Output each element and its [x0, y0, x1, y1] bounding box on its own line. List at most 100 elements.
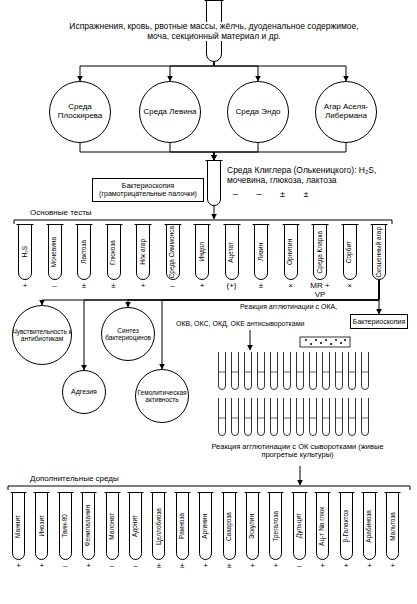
node-text: Ацетат: [228, 242, 235, 263]
test-tube: Твин-80–: [59, 492, 72, 560]
node-text: Мочевина: [51, 237, 58, 267]
test-tube: Адонит–: [129, 492, 142, 560]
test-tube: Маннит+: [12, 492, 25, 560]
node-text: Эскулин: [249, 514, 256, 539]
annotation-label: Основные тесты: [30, 209, 140, 218]
test-tube: Мальтоза+: [386, 492, 399, 560]
result-mark: –: [52, 562, 78, 571]
result-mark: (+): [219, 282, 245, 291]
flow-connector: [379, 280, 380, 314]
annotation-label: ОКВ, ОКС, ОКД, ОКЕ антисыворотками: [176, 320, 308, 328]
slide-with-dots: [300, 337, 350, 347]
result-mark: ±: [146, 562, 172, 571]
flow-arrow: [300, 466, 301, 485]
node-text: Малонат: [109, 513, 116, 540]
node-text: Н/ж агар: [140, 239, 147, 265]
flow-connector: [42, 280, 379, 305]
annotation-label: Дополнительные среды: [30, 475, 160, 484]
node-text: Скошенный агар: [376, 227, 383, 277]
result-mark: ±: [248, 282, 274, 291]
result-mark: ±: [71, 282, 97, 291]
test-tube: Скошенный агар: [372, 224, 386, 280]
flow-connector: [128, 280, 379, 307]
annotation-label: Реакция агглютинации с ОК сыворотками (ж…: [205, 443, 390, 460]
result-mark: +: [193, 562, 219, 571]
node-text: Бактериоскопия (грамотрицательные палочк…: [92, 182, 204, 198]
test-tube: Среда КларкаMR + VP: [313, 224, 327, 280]
node-text: Орнитин: [287, 239, 294, 265]
node-text: Аргинин: [202, 514, 209, 539]
property-circle: Гемолитическая активность: [135, 369, 189, 423]
node-text: Среда Эндо: [227, 108, 289, 117]
flow-connector: [214, 62, 346, 81]
tube-outline: [207, 160, 221, 206]
tests-bracket: [14, 220, 392, 224]
node-text: Испражнения, кровь, рвотные массы, жёлчь…: [69, 22, 359, 41]
node-text: Бактериоскопия: [350, 318, 408, 326]
node-text: Сорбит: [346, 241, 353, 263]
node-text: Среда Левина: [139, 108, 201, 117]
node-text: Глюкоза: [110, 240, 117, 265]
result-mark: +: [380, 562, 406, 571]
test-tube: Трегалоза+: [269, 492, 282, 560]
test-tube: Среда Симмонса–: [166, 224, 180, 280]
result-mark: +: [189, 282, 215, 291]
node-text: Фенилаланин: [85, 505, 92, 546]
specimen-tube: Испражнения, кровь, рвотные массы, жёлчь…: [206, 0, 222, 62]
result-mark: ±: [101, 282, 127, 291]
result-mark: +: [130, 282, 156, 291]
node-text: Синтез бактериоцинов: [101, 327, 155, 342]
result-mark: +: [240, 562, 266, 571]
medium-circle: Среда Левина: [139, 81, 201, 143]
test-tube: Фенилаланин+: [82, 492, 95, 560]
flow-connector: [170, 62, 214, 81]
test-tube: Сахароза±: [223, 492, 236, 560]
flow-connector: [170, 143, 214, 160]
node-text: Рамноза: [179, 513, 186, 539]
node-text: Дульцит: [296, 513, 303, 538]
flow-arrow: [250, 330, 251, 350]
node-text: H₂S: [22, 246, 29, 258]
result-mark: ×: [337, 282, 363, 291]
flow-connector: [162, 280, 379, 369]
node-text: Маннит: [15, 515, 22, 538]
flow-arrow: [214, 206, 215, 219]
test-tube: Сорбит×: [343, 224, 357, 280]
result-mark: +: [310, 562, 336, 571]
node-text: Среда Клиглера (Олькеницкого): H₂S, моче…: [227, 166, 402, 185]
method-box: Бактериоскопия: [350, 314, 408, 329]
result-mark: –: [160, 282, 186, 291]
test-tube: Рамноза±: [176, 492, 189, 560]
method-box: Бактериоскопия (грамотрицательные палочк…: [92, 178, 204, 202]
test-tube: Инозит+: [35, 492, 48, 560]
node-text: Гемолитическая активность: [135, 389, 189, 404]
node-text: Агар Аселя-Либермана: [315, 103, 377, 121]
test-tube: Глюкоза±: [107, 224, 121, 280]
node-text: β-Галактоз: [343, 510, 350, 542]
test-tube: Аргинин+: [199, 492, 212, 560]
test-tube: Индол+: [195, 224, 209, 280]
result-mark: MR + VP: [307, 282, 333, 300]
node-text: Среда Плоскирева: [49, 103, 111, 121]
node-text: Адонит: [132, 515, 139, 537]
result-mark: +: [6, 562, 32, 571]
property-circle: Чувствительность к антибиотикам: [12, 305, 72, 365]
result-mark: +: [76, 562, 102, 571]
property-circle: Адгезия: [62, 370, 106, 414]
node-text: Сахароза: [226, 512, 233, 541]
node-text: Целлобиоза: [156, 508, 163, 545]
test-tube: Орнитин×: [284, 224, 298, 280]
node-text: Твин-80: [62, 514, 69, 538]
node-text: Арабиноза: [366, 510, 373, 543]
agglutination-tubes: [219, 352, 369, 436]
node-text: Трегалоза: [273, 511, 280, 542]
medium-circle: Среда Плоскирева: [49, 81, 111, 143]
medium-circle: Среда Эндо: [227, 81, 289, 143]
node-text: Адгезия: [62, 388, 106, 396]
result-mark: ±: [169, 562, 195, 571]
result-mark: +: [12, 282, 38, 291]
test-tube: Лактоза±: [77, 224, 91, 280]
test-tube: Мочевина–: [48, 224, 62, 280]
property-circle: Синтез бактериоцинов: [101, 307, 155, 361]
node-text: Мальтоза: [390, 512, 397, 541]
